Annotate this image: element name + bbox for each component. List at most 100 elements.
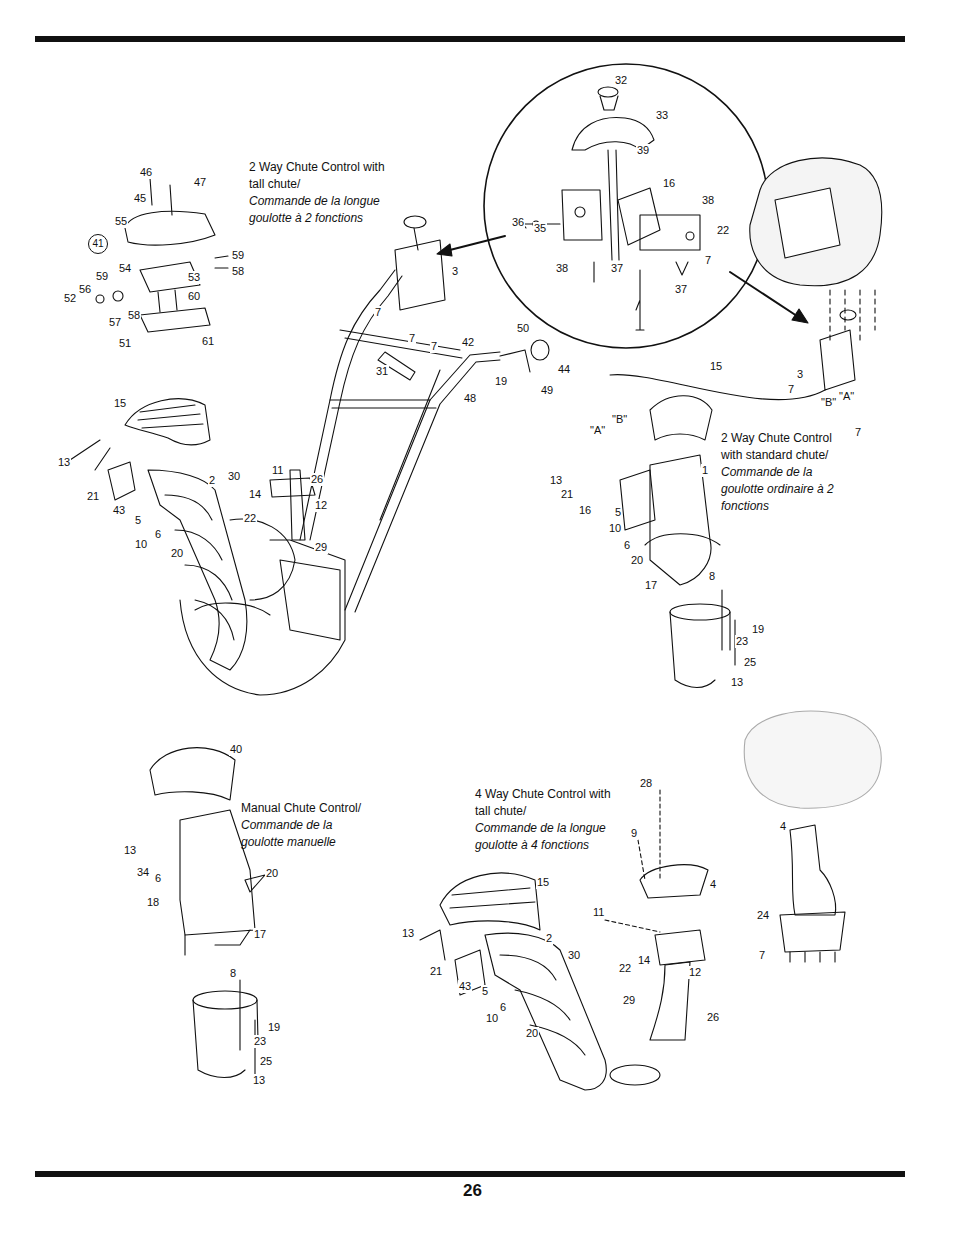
callout-number: "A" xyxy=(589,424,606,437)
callout-number: 22 xyxy=(716,224,730,237)
callout-number: 56 xyxy=(78,283,92,296)
deflector xyxy=(125,399,210,445)
callout-number: 46 xyxy=(139,166,153,179)
callout-number: 35 xyxy=(533,222,547,235)
callout-number: 5 xyxy=(481,985,489,998)
callout-number: 13 xyxy=(730,676,744,689)
callout-number: 55 xyxy=(114,215,128,228)
deflector-bracket xyxy=(70,440,135,500)
callout-number: 13 xyxy=(252,1074,266,1087)
callout-number: 6 xyxy=(623,539,631,552)
view-title: 2 Way Chute Control with tall chute/ xyxy=(248,159,395,193)
callout-number: 21 xyxy=(560,488,574,501)
callout-number: 8 xyxy=(229,967,237,980)
callout-number: 3 xyxy=(796,368,804,381)
callout-number: "A" xyxy=(838,390,855,403)
view-title: Commande de la longue goulotte à 4 fonct… xyxy=(474,820,621,854)
callout-number: 15 xyxy=(709,360,723,373)
callout-number: 53 xyxy=(187,271,201,284)
callout-number: 16 xyxy=(662,177,676,190)
callout-number: 17 xyxy=(253,928,267,941)
callout-number: 34 xyxy=(136,866,150,879)
callout-number: 4 xyxy=(709,878,717,891)
callout-number: 37 xyxy=(610,262,624,275)
callout-number: 51 xyxy=(118,337,132,350)
callout-number: 59 xyxy=(95,270,109,283)
callout-number: 44 xyxy=(557,363,571,376)
callout-number: 57 xyxy=(108,316,122,329)
view-title: Commande de la longue goulotte à 2 fonct… xyxy=(248,193,395,227)
callout-number: 29 xyxy=(622,994,636,1007)
callout-number: 7 xyxy=(854,426,862,439)
bottom-rule xyxy=(35,1171,905,1177)
circled-callout: 41 xyxy=(88,234,108,254)
callout-number: 40 xyxy=(229,743,243,756)
callout-number: 6 xyxy=(154,872,162,885)
callout-number: 12 xyxy=(314,499,328,512)
callout-number: 29 xyxy=(314,541,328,554)
callout-number: 22 xyxy=(618,962,632,975)
callout-number: 14 xyxy=(637,954,651,967)
callout-number: 6 xyxy=(154,528,162,541)
callout-number: 8 xyxy=(708,570,716,583)
callout-number: 15 xyxy=(536,876,550,889)
callout-number: 20 xyxy=(265,867,279,880)
inset-parts xyxy=(520,87,700,330)
callout-number: "B" xyxy=(820,396,837,409)
callout-number: 6 xyxy=(499,1001,507,1014)
chute-ring xyxy=(670,590,735,688)
handle-frame xyxy=(300,216,549,612)
view-title: Commande de la goulotte manuelle xyxy=(240,817,362,851)
callout-number: 20 xyxy=(170,547,184,560)
callout-number: 14 xyxy=(248,488,262,501)
callout-number: 52 xyxy=(63,292,77,305)
callout-number: 1 xyxy=(701,464,709,477)
callout-number: 7 xyxy=(787,383,795,396)
callout-number: 28 xyxy=(639,777,653,790)
callout-number: 16 xyxy=(578,504,592,517)
view-title: Commande de la goulotte ordinaire à 2 fo… xyxy=(720,464,847,515)
callout-number: 21 xyxy=(429,965,443,978)
tall-chute xyxy=(148,470,295,670)
callout-number: 49 xyxy=(540,384,554,397)
arrowhead xyxy=(437,244,452,256)
callout-number: 17 xyxy=(644,579,658,592)
chute-ring xyxy=(193,980,258,1078)
callout-number: 43 xyxy=(458,980,472,993)
callout-number: 58 xyxy=(127,309,141,322)
view-title: Manual Chute Control/ xyxy=(240,800,377,817)
callout-number: 2 xyxy=(545,932,553,945)
callout-number: 26 xyxy=(706,1011,720,1024)
callout-number: 10 xyxy=(608,522,622,535)
housing xyxy=(180,470,345,695)
callout-number: 10 xyxy=(134,538,148,551)
callout-number: 43 xyxy=(112,504,126,517)
callout-number: 42 xyxy=(461,336,475,349)
callout-number: 61 xyxy=(201,335,215,348)
callout-number: 41 xyxy=(92,239,103,249)
callout-number: 13 xyxy=(57,456,71,469)
callout-number: 60 xyxy=(187,290,201,303)
callout-number: 21 xyxy=(86,490,100,503)
callout-number: 54 xyxy=(118,262,132,275)
callout-number: 7 xyxy=(430,340,438,353)
callout-number: 23 xyxy=(253,1035,267,1048)
four-way-control xyxy=(780,825,845,962)
callout-number: 48 xyxy=(463,392,477,405)
callout-number: 45 xyxy=(133,192,147,205)
callout-number: 7 xyxy=(408,332,416,345)
engine-housing xyxy=(744,711,881,808)
callout-number: 59 xyxy=(231,249,245,262)
callout-number: 9 xyxy=(630,827,638,840)
callout-number: 13 xyxy=(123,844,137,857)
callout-number: 4 xyxy=(779,820,787,833)
manual-deflector xyxy=(150,748,235,800)
callout-number: 37 xyxy=(674,283,688,296)
callout-number: 23 xyxy=(735,635,749,648)
callout-number: 5 xyxy=(614,506,622,519)
callout-number: 36 xyxy=(511,216,525,229)
callout-number: 18 xyxy=(146,896,160,909)
top-rule xyxy=(35,36,905,42)
